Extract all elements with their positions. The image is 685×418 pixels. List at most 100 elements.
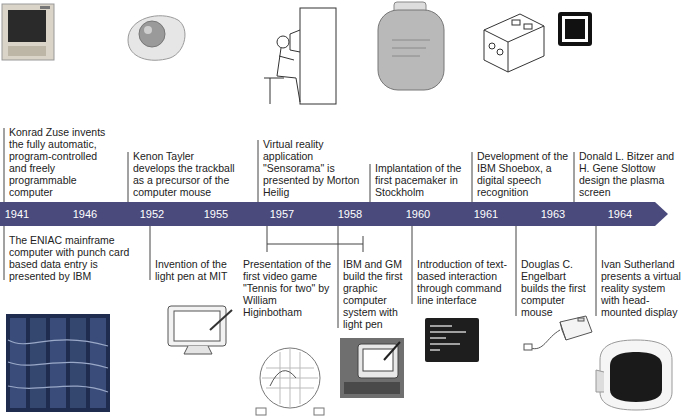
leader-line [574, 152, 575, 202]
year-slot: 1958 [325, 202, 375, 226]
year-slot: 1952 [127, 202, 177, 226]
year-slot: 1963 [528, 202, 578, 226]
band-shape [0, 202, 668, 226]
photo-monitor [358, 344, 398, 378]
year-slot: 1957 [257, 202, 307, 226]
photo-screen [363, 349, 393, 371]
icon-screen [565, 19, 585, 39]
event-text: Kenon Tayler develops the trackball as a… [133, 150, 237, 198]
leader-line [4, 226, 5, 280]
icon-gap [562, 16, 588, 42]
event-text: Presentation of the first video game "Te… [243, 258, 335, 318]
leader-line [516, 226, 517, 316]
event-text: Donald L. Bitzer and H. Gene Slottow des… [579, 150, 681, 198]
period-bracket [267, 226, 363, 252]
event-slot: Douglas C. Engelbart builds the first co… [521, 258, 595, 318]
shoebox-outline [484, 14, 544, 72]
leader-line [258, 140, 259, 202]
mouse-cable [530, 330, 560, 349]
event-slot: Konrad Zuse invents the fully automatic,… [9, 126, 115, 198]
headset-body [600, 340, 672, 410]
mouse-box [560, 316, 592, 340]
event-text: Introduction of text-based interaction t… [417, 258, 515, 306]
event-slot: The ENIAC mainframe computer with punch … [9, 234, 131, 282]
event-slot: Invention of the light pen at MIT [155, 258, 235, 282]
year-label: 1964 [595, 202, 645, 226]
leader-line [150, 226, 151, 280]
event-text: The ENIAC mainframe computer with punch … [9, 234, 131, 282]
year-slot: 1946 [60, 202, 110, 226]
year-slot: 1941 [0, 202, 42, 226]
event-slot: Ivan Sutherland presents a virtual reali… [601, 258, 681, 318]
shoebox-knob [497, 49, 503, 55]
terminal-base [8, 46, 46, 56]
event-slot: Kenon Tayler develops the trackball as a… [133, 150, 237, 198]
year-label: 1952 [127, 202, 177, 226]
event-slot: Development of the IBM Shoebox, a digita… [477, 150, 572, 198]
controller [256, 408, 266, 415]
timeline-band: 1941 1946 1952 1955 1957 1958 1960 1961 1963 1964 [0, 202, 668, 226]
photo-pen [384, 342, 400, 360]
headset-front [610, 352, 662, 402]
event-text: Douglas C. Engelbart builds the first co… [521, 258, 595, 318]
event-slot: Introduction of text-based interaction t… [417, 258, 515, 306]
ibm-gm-picture [340, 338, 404, 398]
event-text: Konrad Zuse invents the fully automatic,… [9, 126, 115, 198]
eniac-ground [6, 314, 110, 412]
leader-line [412, 226, 413, 304]
shoebox-drawing [484, 14, 544, 72]
leader-line [4, 128, 5, 202]
event-text: Virtual reality application "Sensorama" … [263, 138, 365, 198]
trackball-highlight [144, 26, 152, 34]
year-label: 1957 [257, 202, 307, 226]
shoebox-key [512, 20, 520, 25]
scope-screen [260, 348, 320, 408]
year-label: 1960 [393, 202, 443, 226]
light-pen-drawing [168, 306, 232, 354]
terminal-badge [40, 6, 50, 9]
trackball-picture [128, 16, 185, 61]
shoebox-edges [484, 26, 544, 72]
mouse-button [578, 318, 584, 321]
arrow-band [0, 202, 668, 226]
event-text: IBM and GM build the first graphic compu… [343, 258, 409, 330]
leader-line [472, 152, 473, 202]
sensorama-drawing [264, 8, 336, 104]
event-slot: Virtual reality application "Sensorama" … [263, 138, 365, 198]
event-text: Ivan Sutherland presents a virtual reali… [601, 258, 681, 318]
viewer-body [277, 48, 300, 102]
year-label: 1955 [191, 202, 241, 226]
trackball-ball [139, 21, 165, 47]
monitor-case [168, 306, 226, 346]
eniac-picture [6, 314, 110, 412]
leader-line [596, 226, 597, 316]
viewer-head [277, 36, 289, 48]
console-lines [430, 326, 466, 350]
sensorama-hood [290, 30, 300, 52]
shoebox-knob [489, 43, 495, 49]
mouse-edge [560, 322, 566, 340]
bracket-end [267, 226, 268, 252]
event-slot: Presentation of the first video game "Te… [243, 258, 335, 318]
event-slot: Implantation of the first pacemaker in S… [375, 162, 469, 198]
year-label: 1963 [528, 202, 578, 226]
viewer-seat [264, 78, 284, 104]
bracket-bar [267, 244, 363, 245]
scope-grid [262, 348, 318, 408]
year-label: 1958 [325, 202, 375, 226]
pacemaker-engraving [392, 40, 430, 56]
mouse-plug [524, 344, 532, 350]
pacemaker-case [378, 10, 444, 90]
year-slot: 1961 [461, 202, 511, 226]
terminal-screen [8, 10, 46, 42]
event-slot: IBM and GM build the first graphic compu… [343, 258, 409, 330]
terminal-case [2, 4, 54, 60]
event-text: Development of the IBM Shoebox, a digita… [477, 150, 572, 198]
leader-line [128, 152, 129, 202]
year-slot: 1960 [393, 202, 443, 226]
leader-line [338, 226, 339, 328]
eniac-panel [30, 318, 46, 408]
year-label: 1946 [60, 202, 110, 226]
tennis-for-two-drawing [256, 348, 324, 415]
